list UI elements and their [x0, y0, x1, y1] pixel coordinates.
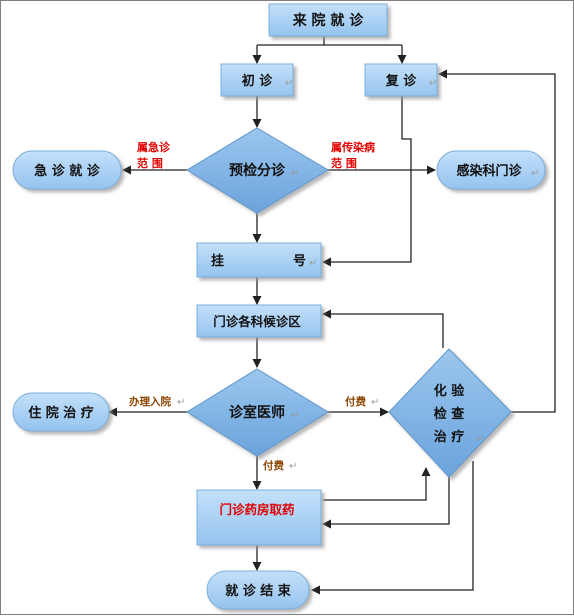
label-infectious-scope-1: 属传染病: [331, 140, 375, 154]
edge-lab-return: [438, 69, 556, 413]
node-physician-label: 诊室医师: [229, 404, 285, 421]
paragraph-mark-icon: ↵: [429, 78, 437, 89]
node-register: 挂 号 ↵: [196, 242, 322, 278]
edge-labels: 属急诊 范 围 属传染病 范 围 办理入院 ↵ 付费 ↵ 付费 ↵: [129, 140, 379, 472]
node-waiting-area-label: 门诊各科候诊区: [213, 314, 301, 329]
paragraph-mark-icon: ↵: [289, 461, 297, 472]
node-emergency: 急 诊 就 诊: [12, 150, 122, 190]
edge-return-register: [322, 96, 412, 267]
paragraph-mark-icon: ↵: [531, 168, 539, 179]
node-finish: 就 诊 结 束: [206, 570, 310, 610]
node-lab-exam-treatment: 化 验 检 查 治 疗 ↵: [388, 348, 512, 478]
node-pharmacy: 门诊药房取药: [196, 489, 322, 546]
edge-lab-pharmacy: [322, 473, 450, 529]
label-admission: 办理入院: [129, 395, 171, 408]
paragraph-mark-icon: ↵: [476, 434, 484, 445]
paragraph-mark-icon: ↵: [291, 410, 299, 421]
edge-pharmacy-lab: [323, 467, 431, 501]
node-inpatient-label: 住 院 治 疗: [28, 405, 94, 421]
node-emergency-label: 急 诊 就 诊: [34, 163, 101, 179]
node-first-visit: 初 诊 ↵: [220, 63, 294, 97]
node-register-label-b: 号: [293, 254, 306, 269]
label-infectious-scope-2: 范 围: [331, 156, 357, 170]
node-infectious-clinic-label: 感染科门诊: [456, 163, 522, 179]
paragraph-mark-icon: ↵: [285, 78, 293, 89]
edges: [108, 36, 556, 595]
node-arrive-label: 来 院 就 诊: [292, 12, 365, 29]
node-first-visit-label: 初 诊: [242, 73, 274, 89]
node-finish-label: 就 诊 结 束: [225, 583, 292, 599]
node-inpatient: 住 院 治 疗: [12, 392, 110, 432]
node-return-visit: 复 诊 ↵: [364, 63, 438, 97]
label-pay-lab: 付费: [345, 395, 366, 408]
node-waiting-area: 门诊各科候诊区: [196, 304, 322, 338]
node-infectious-clinic: 感染科门诊 ↵: [436, 150, 546, 190]
node-physician: 诊室医师 ↵: [186, 368, 329, 457]
label-pay-pharmacy: 付费: [263, 459, 284, 472]
node-register-label-a: 挂: [211, 253, 224, 269]
label-emergency-scope-2: 范 围: [137, 156, 163, 170]
node-lab-label-3: 治 疗: [434, 429, 465, 445]
node-triage: 预检分诊 ↵: [186, 127, 329, 214]
paragraph-mark-icon: ↵: [309, 258, 317, 269]
node-return-visit-label: 复 诊: [385, 73, 418, 89]
paragraph-mark-icon: ↵: [371, 397, 379, 408]
node-pharmacy-label: 门诊药房取药: [219, 502, 295, 517]
paragraph-mark-icon: ↵: [177, 397, 185, 408]
paragraph-mark-icon: ↵: [291, 168, 299, 179]
edge-lab-finish: [311, 461, 474, 595]
edge-lab-waiting: [322, 309, 444, 348]
label-emergency-scope-1: 属急诊: [137, 140, 171, 154]
node-triage-label: 预检分诊: [229, 162, 286, 179]
node-lab-label-2: 检 查: [434, 406, 466, 422]
node-lab-label-1: 化 验: [434, 383, 466, 399]
node-arrive: 来 院 就 诊: [268, 3, 388, 37]
